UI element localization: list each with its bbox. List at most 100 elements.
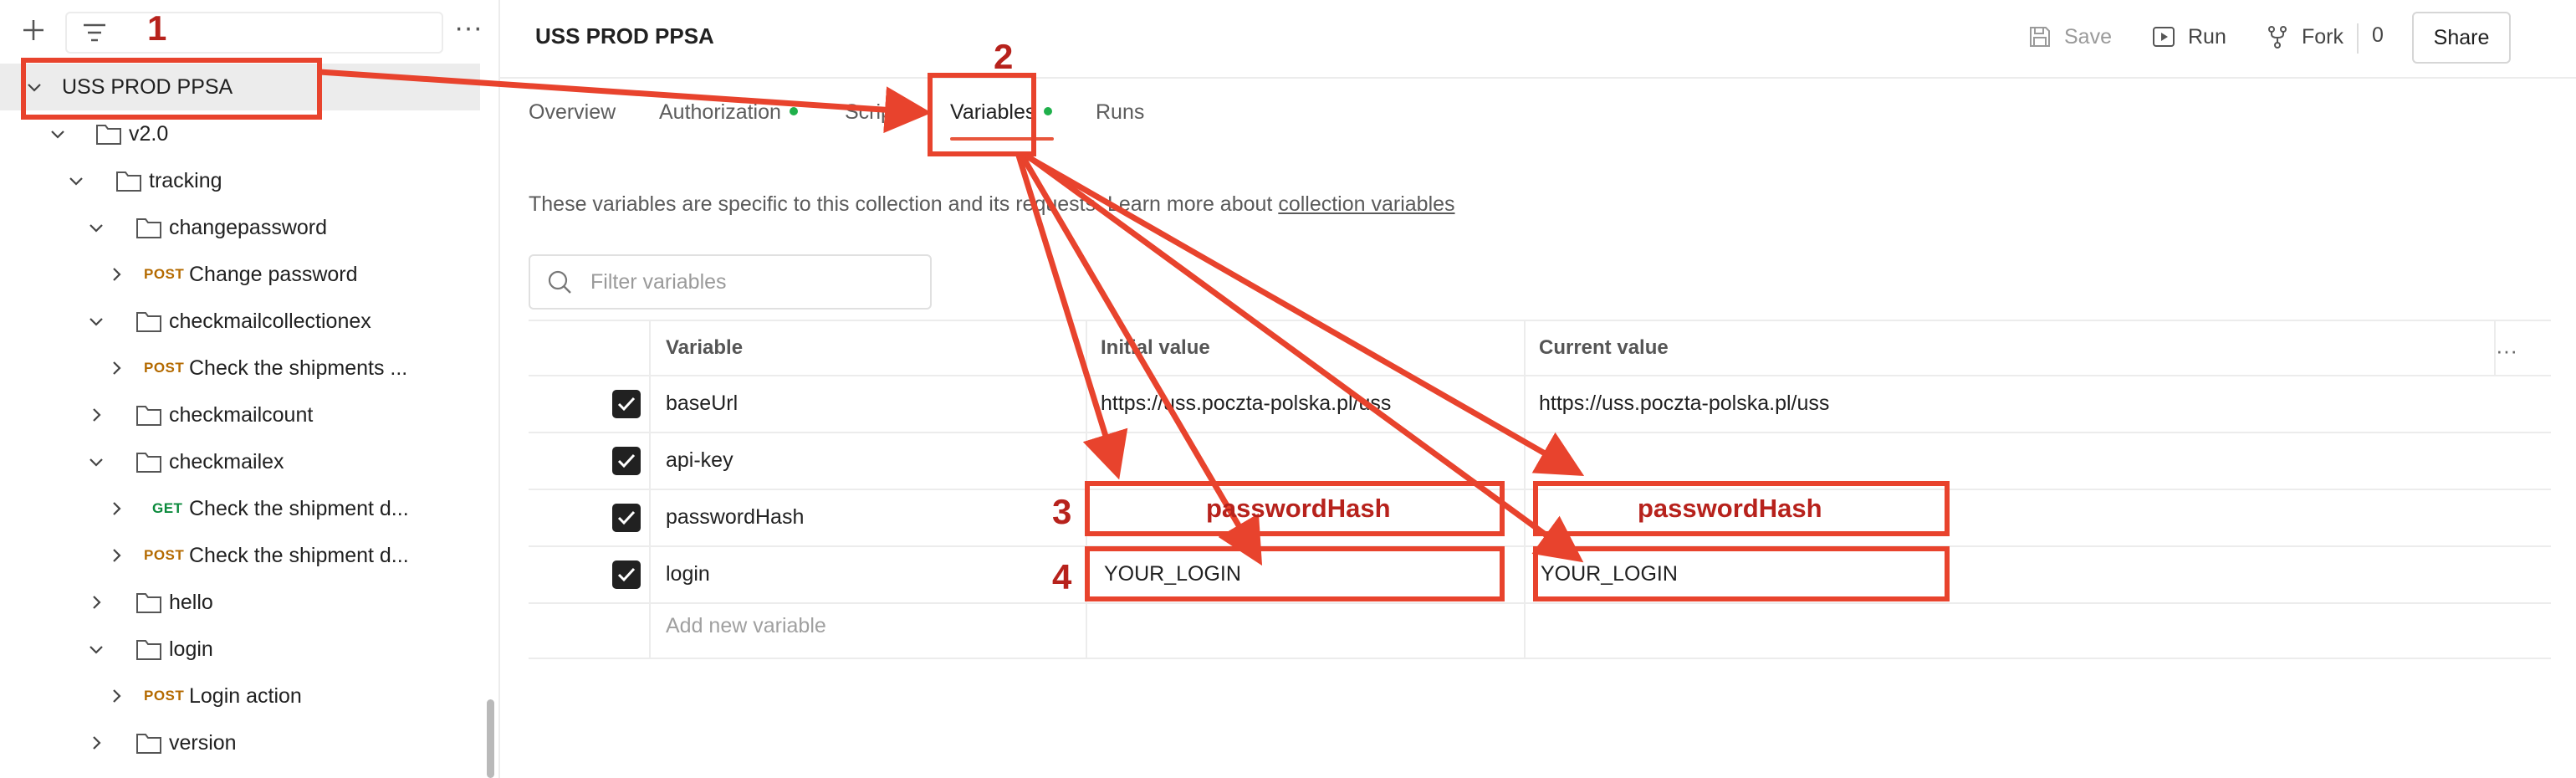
chevron-down-icon[interactable] bbox=[49, 125, 67, 143]
chevron-down-icon[interactable] bbox=[67, 171, 85, 190]
variable-initial-value[interactable]: https://uss.poczta-polska.pl/uss bbox=[1101, 392, 1392, 415]
filter-icon[interactable] bbox=[82, 22, 107, 44]
tree-item-collection[interactable]: USS PROD PPSA bbox=[0, 64, 480, 110]
chevron-right-icon[interactable] bbox=[107, 499, 125, 518]
variable-current-value[interactable]: https://uss.poczta-polska.pl/uss bbox=[1539, 392, 1830, 415]
folder-icon bbox=[136, 593, 161, 613]
share-button[interactable]: Share bbox=[2412, 12, 2511, 64]
tree-item-label: changepassword bbox=[169, 215, 328, 239]
tab-overview[interactable]: Overview bbox=[529, 100, 616, 125]
check-icon bbox=[617, 567, 636, 582]
play-icon bbox=[2153, 27, 2175, 47]
chevron-right-icon[interactable] bbox=[107, 546, 125, 565]
tree-item-request[interactable]: POST Change password bbox=[0, 251, 480, 298]
variable-name[interactable]: api-key bbox=[666, 448, 733, 472]
tree-item-request[interactable]: POST Check the shipments ... bbox=[0, 345, 480, 392]
variable-enabled-checkbox[interactable] bbox=[612, 390, 641, 418]
tree-item-folder[interactable]: checkmailcollectionex bbox=[0, 298, 480, 345]
tree-item-folder[interactable]: checkmailcount bbox=[0, 392, 480, 438]
variable-name[interactable]: login bbox=[666, 562, 710, 586]
method-badge: GET bbox=[152, 500, 183, 516]
chevron-right-icon[interactable] bbox=[107, 265, 125, 284]
filter-variables-field[interactable] bbox=[529, 254, 932, 310]
chevron-right-icon[interactable] bbox=[87, 406, 105, 424]
method-badge: POST bbox=[144, 688, 185, 704]
divider bbox=[529, 320, 2551, 321]
column-header-current-value: Current value bbox=[1539, 336, 1669, 359]
run-button[interactable]: Run bbox=[2151, 17, 2226, 57]
tree-item-folder[interactable]: version bbox=[0, 719, 480, 766]
chevron-right-icon[interactable] bbox=[107, 687, 125, 705]
tree-item-folder[interactable]: changepassword bbox=[0, 204, 480, 251]
chevron-down-icon[interactable] bbox=[87, 453, 105, 471]
tree-item-label: v2.0 bbox=[129, 121, 169, 146]
add-new-variable-input[interactable]: Add new variable bbox=[666, 614, 826, 637]
tree-item-folder[interactable]: tracking bbox=[0, 157, 480, 204]
folder-icon bbox=[136, 218, 161, 238]
run-label: Run bbox=[2188, 24, 2226, 49]
plus-icon[interactable] bbox=[18, 15, 49, 45]
variable-name[interactable]: baseUrl bbox=[666, 392, 739, 415]
more-options-icon[interactable]: ··· bbox=[454, 12, 483, 44]
tree-item-label: checkmailcollectionex bbox=[169, 309, 371, 333]
sidebar-filter-box[interactable] bbox=[65, 12, 443, 54]
tab-runs[interactable]: Runs bbox=[1096, 100, 1144, 125]
status-dot bbox=[1044, 107, 1053, 116]
variable-enabled-checkbox[interactable] bbox=[612, 504, 641, 532]
tab-label: Authorization bbox=[659, 100, 781, 124]
column-header-variable: Variable bbox=[666, 336, 744, 359]
tree-item-folder[interactable]: login bbox=[0, 626, 480, 673]
tree-item-request[interactable]: POST Check the shipment d... bbox=[0, 532, 480, 579]
folder-icon bbox=[116, 171, 141, 192]
tree-item-request[interactable]: GET Check the shipment d... bbox=[0, 485, 480, 532]
method-badge: POST bbox=[144, 360, 185, 376]
tree-item-folder[interactable]: v2.0 bbox=[0, 110, 480, 157]
annotation-initial-passwordhash: passwordHash bbox=[1206, 494, 1391, 523]
tree-item-label: login bbox=[169, 637, 213, 661]
collection-tabs: Overview Authorization Scripts Variables… bbox=[500, 79, 2576, 146]
page-title: USS PROD PPSA bbox=[535, 23, 714, 49]
divider bbox=[2494, 320, 2496, 375]
variable-current-value[interactable]: YOUR_LOGIN bbox=[1541, 562, 1678, 586]
sidebar-toolbar: ··· bbox=[0, 0, 498, 60]
chevron-down-icon[interactable] bbox=[25, 78, 43, 96]
chevron-down-icon[interactable] bbox=[87, 312, 105, 330]
chevron-right-icon[interactable] bbox=[87, 593, 105, 612]
tab-variables[interactable]: Variables bbox=[950, 100, 1053, 125]
description-text: These variables are specific to this col… bbox=[529, 192, 1279, 216]
tree-item-folder[interactable]: checkmailex bbox=[0, 438, 480, 485]
folder-icon bbox=[136, 453, 161, 473]
fork-count: 0 bbox=[2372, 23, 2384, 47]
annotation-step-2: 2 bbox=[994, 37, 1014, 76]
chevron-right-icon[interactable] bbox=[107, 359, 125, 377]
divider bbox=[529, 489, 2551, 490]
chevron-right-icon[interactable] bbox=[87, 734, 105, 752]
table-options-icon[interactable]: ··· bbox=[2496, 338, 2517, 363]
tree-item-label: version bbox=[169, 730, 237, 755]
fork-button[interactable]: Fork bbox=[2265, 17, 2343, 57]
variable-enabled-checkbox[interactable] bbox=[612, 447, 641, 475]
tree-item-label: checkmailex bbox=[169, 449, 284, 473]
variable-enabled-checkbox[interactable] bbox=[612, 560, 641, 589]
tab-label: Scripts bbox=[845, 100, 909, 124]
divider bbox=[529, 545, 2551, 547]
chevron-down-icon[interactable] bbox=[87, 218, 105, 237]
chevron-down-icon[interactable] bbox=[87, 640, 105, 658]
filter-variables-input[interactable] bbox=[589, 266, 918, 298]
divider bbox=[529, 658, 2551, 659]
tree-item-request[interactable]: POST Login action bbox=[0, 673, 480, 719]
tab-scripts[interactable]: Scripts bbox=[845, 100, 908, 125]
save-button[interactable]: Save bbox=[2027, 17, 2112, 57]
annotation-current-passwordhash: passwordHash bbox=[1638, 494, 1822, 523]
variable-name[interactable]: passwordHash bbox=[666, 505, 805, 529]
collection-variables-link[interactable]: collection variables bbox=[1278, 192, 1455, 216]
active-tab-indicator bbox=[950, 137, 1054, 141]
annotation-step-1: 1 bbox=[147, 8, 167, 48]
tab-authorization[interactable]: Authorization bbox=[659, 100, 798, 125]
save-label: Save bbox=[2064, 24, 2112, 49]
folder-icon bbox=[136, 312, 161, 332]
sidebar-scrollbar[interactable] bbox=[487, 699, 494, 778]
variable-initial-value[interactable]: YOUR_LOGIN bbox=[1104, 562, 1241, 586]
status-dot bbox=[789, 107, 798, 116]
tree-item-folder[interactable]: hello bbox=[0, 579, 480, 626]
